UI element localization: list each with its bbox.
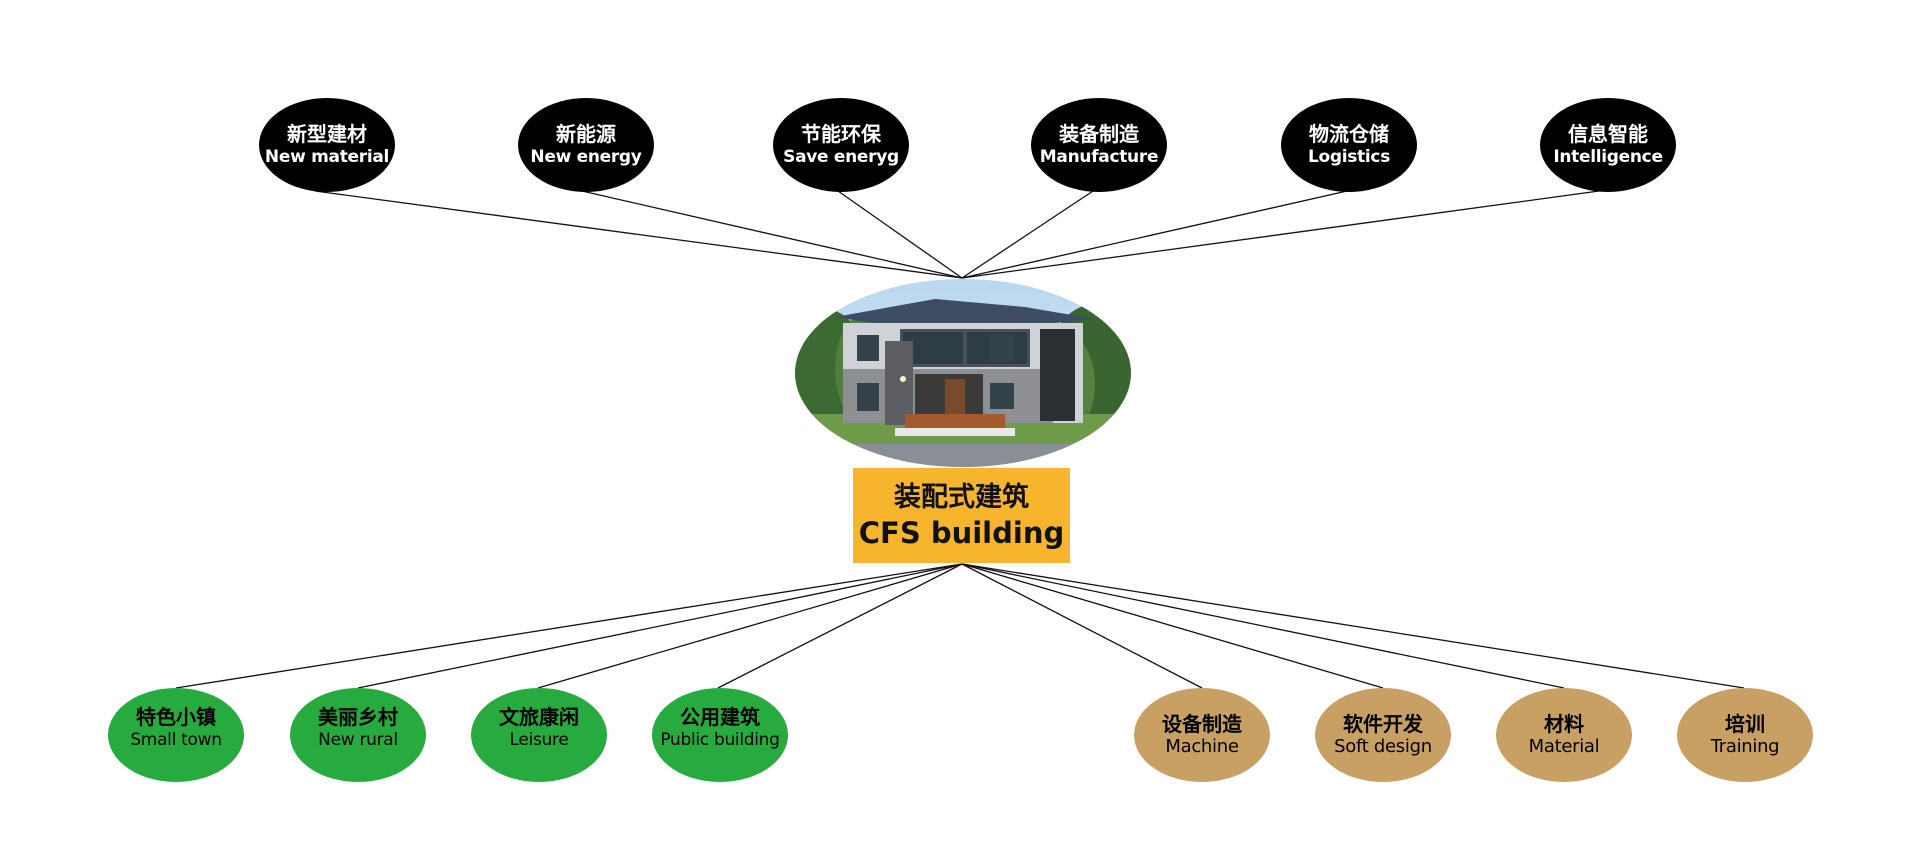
top-node-logistics: 物流仓储 Logistics <box>1281 98 1417 192</box>
service-node-soft-design: 软件开发 Soft design <box>1315 688 1451 782</box>
connector-line <box>175 563 963 689</box>
connector-line <box>357 563 963 689</box>
application-node-small-town: 特色小镇 Small town <box>108 688 244 782</box>
connector-line <box>314 190 963 279</box>
connector-line <box>837 190 963 279</box>
node-label-en: Material <box>1528 736 1600 757</box>
top-node-save-energy: 节能环保 Save eneryg <box>773 98 909 192</box>
top-node-intelligence: 信息智能 Intelligence <box>1540 98 1676 192</box>
connector-line <box>961 563 1384 689</box>
center-label-box: 装配式建筑 CFS building <box>853 468 1070 563</box>
center-title-zh: 装配式建筑 <box>894 481 1029 513</box>
node-label-zh: 文旅康闲 <box>499 705 579 729</box>
node-label-zh: 软件开发 <box>1343 712 1423 736</box>
node-label-en: Leisure <box>509 730 569 750</box>
node-label-zh: 培训 <box>1725 712 1765 736</box>
connector-line <box>581 190 963 279</box>
top-node-new-energy: 新能源 New energy <box>518 98 654 192</box>
node-label-zh: 节能环保 <box>801 122 881 146</box>
connector-line <box>961 190 1094 279</box>
node-label-en: Small town <box>130 730 222 750</box>
application-node-public-building: 公用建筑 Public building <box>652 688 788 782</box>
node-label-en: Machine <box>1165 736 1239 757</box>
application-node-leisure: 文旅康闲 Leisure <box>471 688 607 782</box>
node-label-zh: 美丽乡村 <box>318 705 398 729</box>
node-label-en: Manufacture <box>1039 147 1159 167</box>
node-label-en: Intelligence <box>1553 147 1663 167</box>
node-label-zh: 新能源 <box>556 122 616 146</box>
top-node-manufacture: 装备制造 Manufacture <box>1031 98 1167 192</box>
service-node-material: 材料 Material <box>1496 688 1632 782</box>
house-image <box>795 279 1131 467</box>
connector-line <box>961 563 1565 689</box>
node-label-zh: 材料 <box>1544 712 1584 736</box>
node-label-en: New energy <box>530 147 642 167</box>
node-label-en: Public building <box>660 730 780 750</box>
node-label-zh: 物流仓储 <box>1309 122 1389 146</box>
service-node-training: 培训 Training <box>1677 688 1813 782</box>
service-node-machine: 设备制造 Machine <box>1134 688 1270 782</box>
node-label-zh: 设备制造 <box>1162 712 1242 736</box>
node-label-zh: 新型建材 <box>287 122 367 146</box>
node-label-en: Soft design <box>1334 736 1432 757</box>
connector-line <box>961 190 1600 279</box>
top-node-new-material: 新型建材 New material <box>259 98 395 192</box>
node-label-en: Logistics <box>1307 147 1391 167</box>
node-label-zh: 信息智能 <box>1568 122 1648 146</box>
connector-line <box>961 563 1745 689</box>
node-label-en: Save eneryg <box>783 147 899 167</box>
node-label-en: New rural <box>318 730 398 750</box>
bottom-connectors <box>175 563 1745 689</box>
connector-line <box>961 190 1348 279</box>
node-label-zh: 特色小镇 <box>136 705 216 729</box>
house-photo <box>795 279 1131 467</box>
node-label-zh: 装备制造 <box>1059 122 1139 146</box>
node-label-zh: 公用建筑 <box>680 705 760 729</box>
node-label-en: Training <box>1710 736 1780 757</box>
application-node-new-rural: 美丽乡村 New rural <box>290 688 426 782</box>
connector-line <box>961 563 1203 689</box>
node-label-en: New material <box>264 147 390 167</box>
top-connectors <box>314 190 1600 279</box>
connector-line <box>537 563 963 689</box>
connector-line <box>717 563 963 689</box>
center-title-en: CFS building <box>858 515 1065 550</box>
